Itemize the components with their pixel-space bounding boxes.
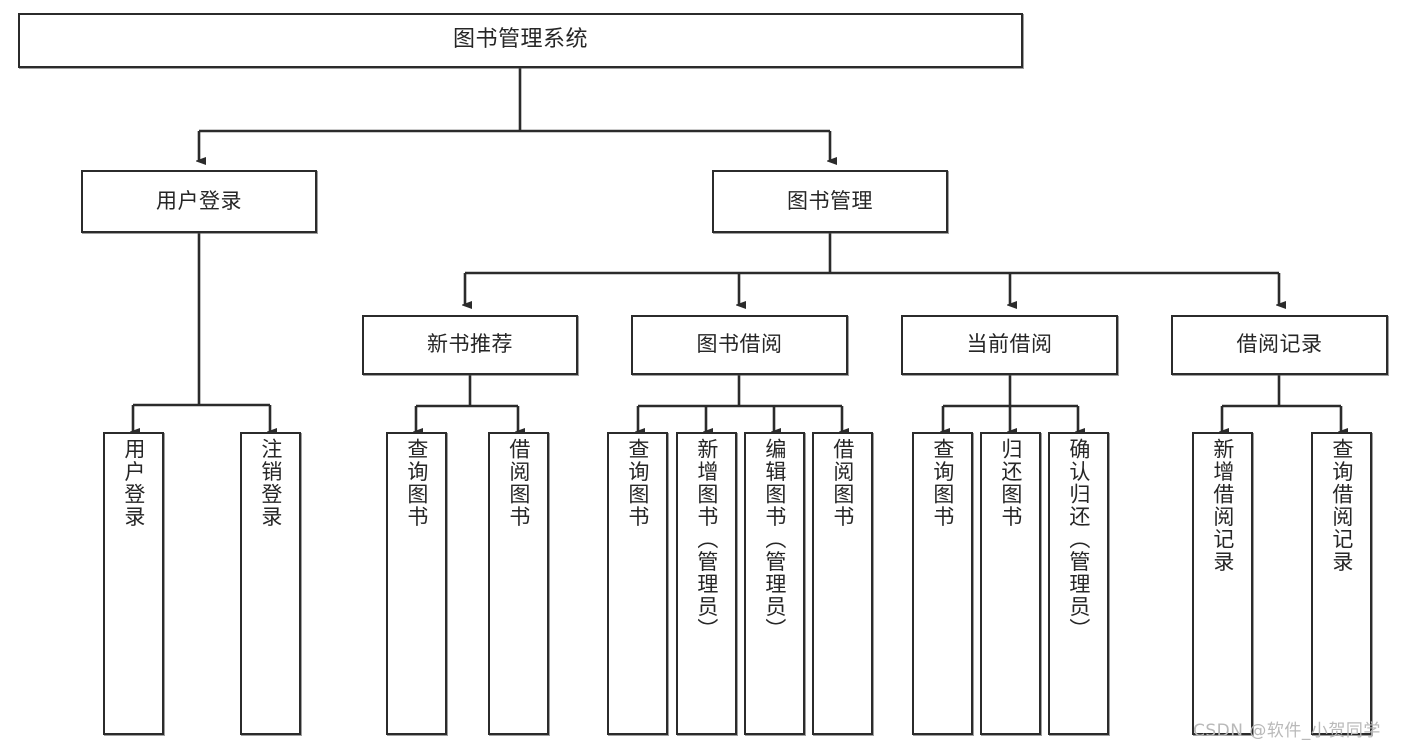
node-label: 用户登录 (156, 188, 242, 213)
leaf-book-borrow-edit-book-admin[interactable]: 编辑图书（管理员） (744, 432, 805, 735)
leaf-book-borrow-query-book[interactable]: 查询图书 (607, 432, 668, 735)
node-label: 编辑图书（管理员） (762, 438, 787, 641)
leaf-current-borrow-query-book[interactable]: 查询图书 (912, 432, 973, 735)
leaf-new-book-borrow-book[interactable]: 借阅图书 (488, 432, 549, 735)
leaf-book-borrow-add-book-admin[interactable]: 新增图书（管理员） (676, 432, 737, 735)
node-label: 借阅图书 (506, 438, 531, 528)
node-label: 当前借阅 (966, 332, 1053, 357)
node-label: 图书管理系统 (452, 27, 588, 53)
node-current-borrow[interactable]: 当前借阅 (901, 315, 1118, 375)
node-label: 新书推荐 (427, 332, 513, 357)
node-label: 确认归还（管理员） (1066, 438, 1091, 641)
node-label: 借阅记录 (1236, 332, 1323, 357)
leaf-current-borrow-confirm-return-admin[interactable]: 确认归还（管理员） (1048, 432, 1109, 735)
leaf-borrow-record-query-record[interactable]: 查询借阅记录 (1311, 432, 1372, 735)
leaf-current-borrow-return-book[interactable]: 归还图书 (980, 432, 1041, 735)
watermark-csdn: CSDN @软件_小贺同学 (1193, 721, 1381, 741)
leaf-borrow-record-add-record[interactable]: 新增借阅记录 (1192, 432, 1253, 735)
node-label: 查询图书 (930, 438, 955, 528)
node-borrow-record[interactable]: 借阅记录 (1171, 315, 1388, 375)
leaf-new-book-query-book[interactable]: 查询图书 (386, 432, 447, 735)
node-label: 用户登录 (121, 438, 146, 528)
leaf-user-login-login[interactable]: 用户登录 (103, 432, 164, 735)
node-label: 查询图书 (404, 438, 429, 528)
node-root-system[interactable]: 图书管理系统 (18, 13, 1023, 68)
node-label: 新增借阅记录 (1210, 438, 1235, 573)
node-label: 查询借阅记录 (1329, 438, 1354, 573)
node-label: 注销登录 (258, 438, 283, 528)
leaf-user-login-logout[interactable]: 注销登录 (240, 432, 301, 735)
node-label: 借阅图书 (830, 438, 855, 528)
node-label: 归还图书 (998, 438, 1023, 528)
node-label: 查询图书 (625, 438, 650, 528)
node-book-borrow[interactable]: 图书借阅 (631, 315, 848, 375)
node-user-login[interactable]: 用户登录 (81, 170, 317, 233)
node-label: 新增图书（管理员） (694, 438, 719, 641)
node-label: 图书借阅 (696, 332, 783, 357)
leaf-book-borrow-borrow-book[interactable]: 借阅图书 (812, 432, 873, 735)
node-new-book-recommend[interactable]: 新书推荐 (362, 315, 578, 375)
node-book-management[interactable]: 图书管理 (712, 170, 948, 233)
node-label: 图书管理 (787, 188, 873, 213)
